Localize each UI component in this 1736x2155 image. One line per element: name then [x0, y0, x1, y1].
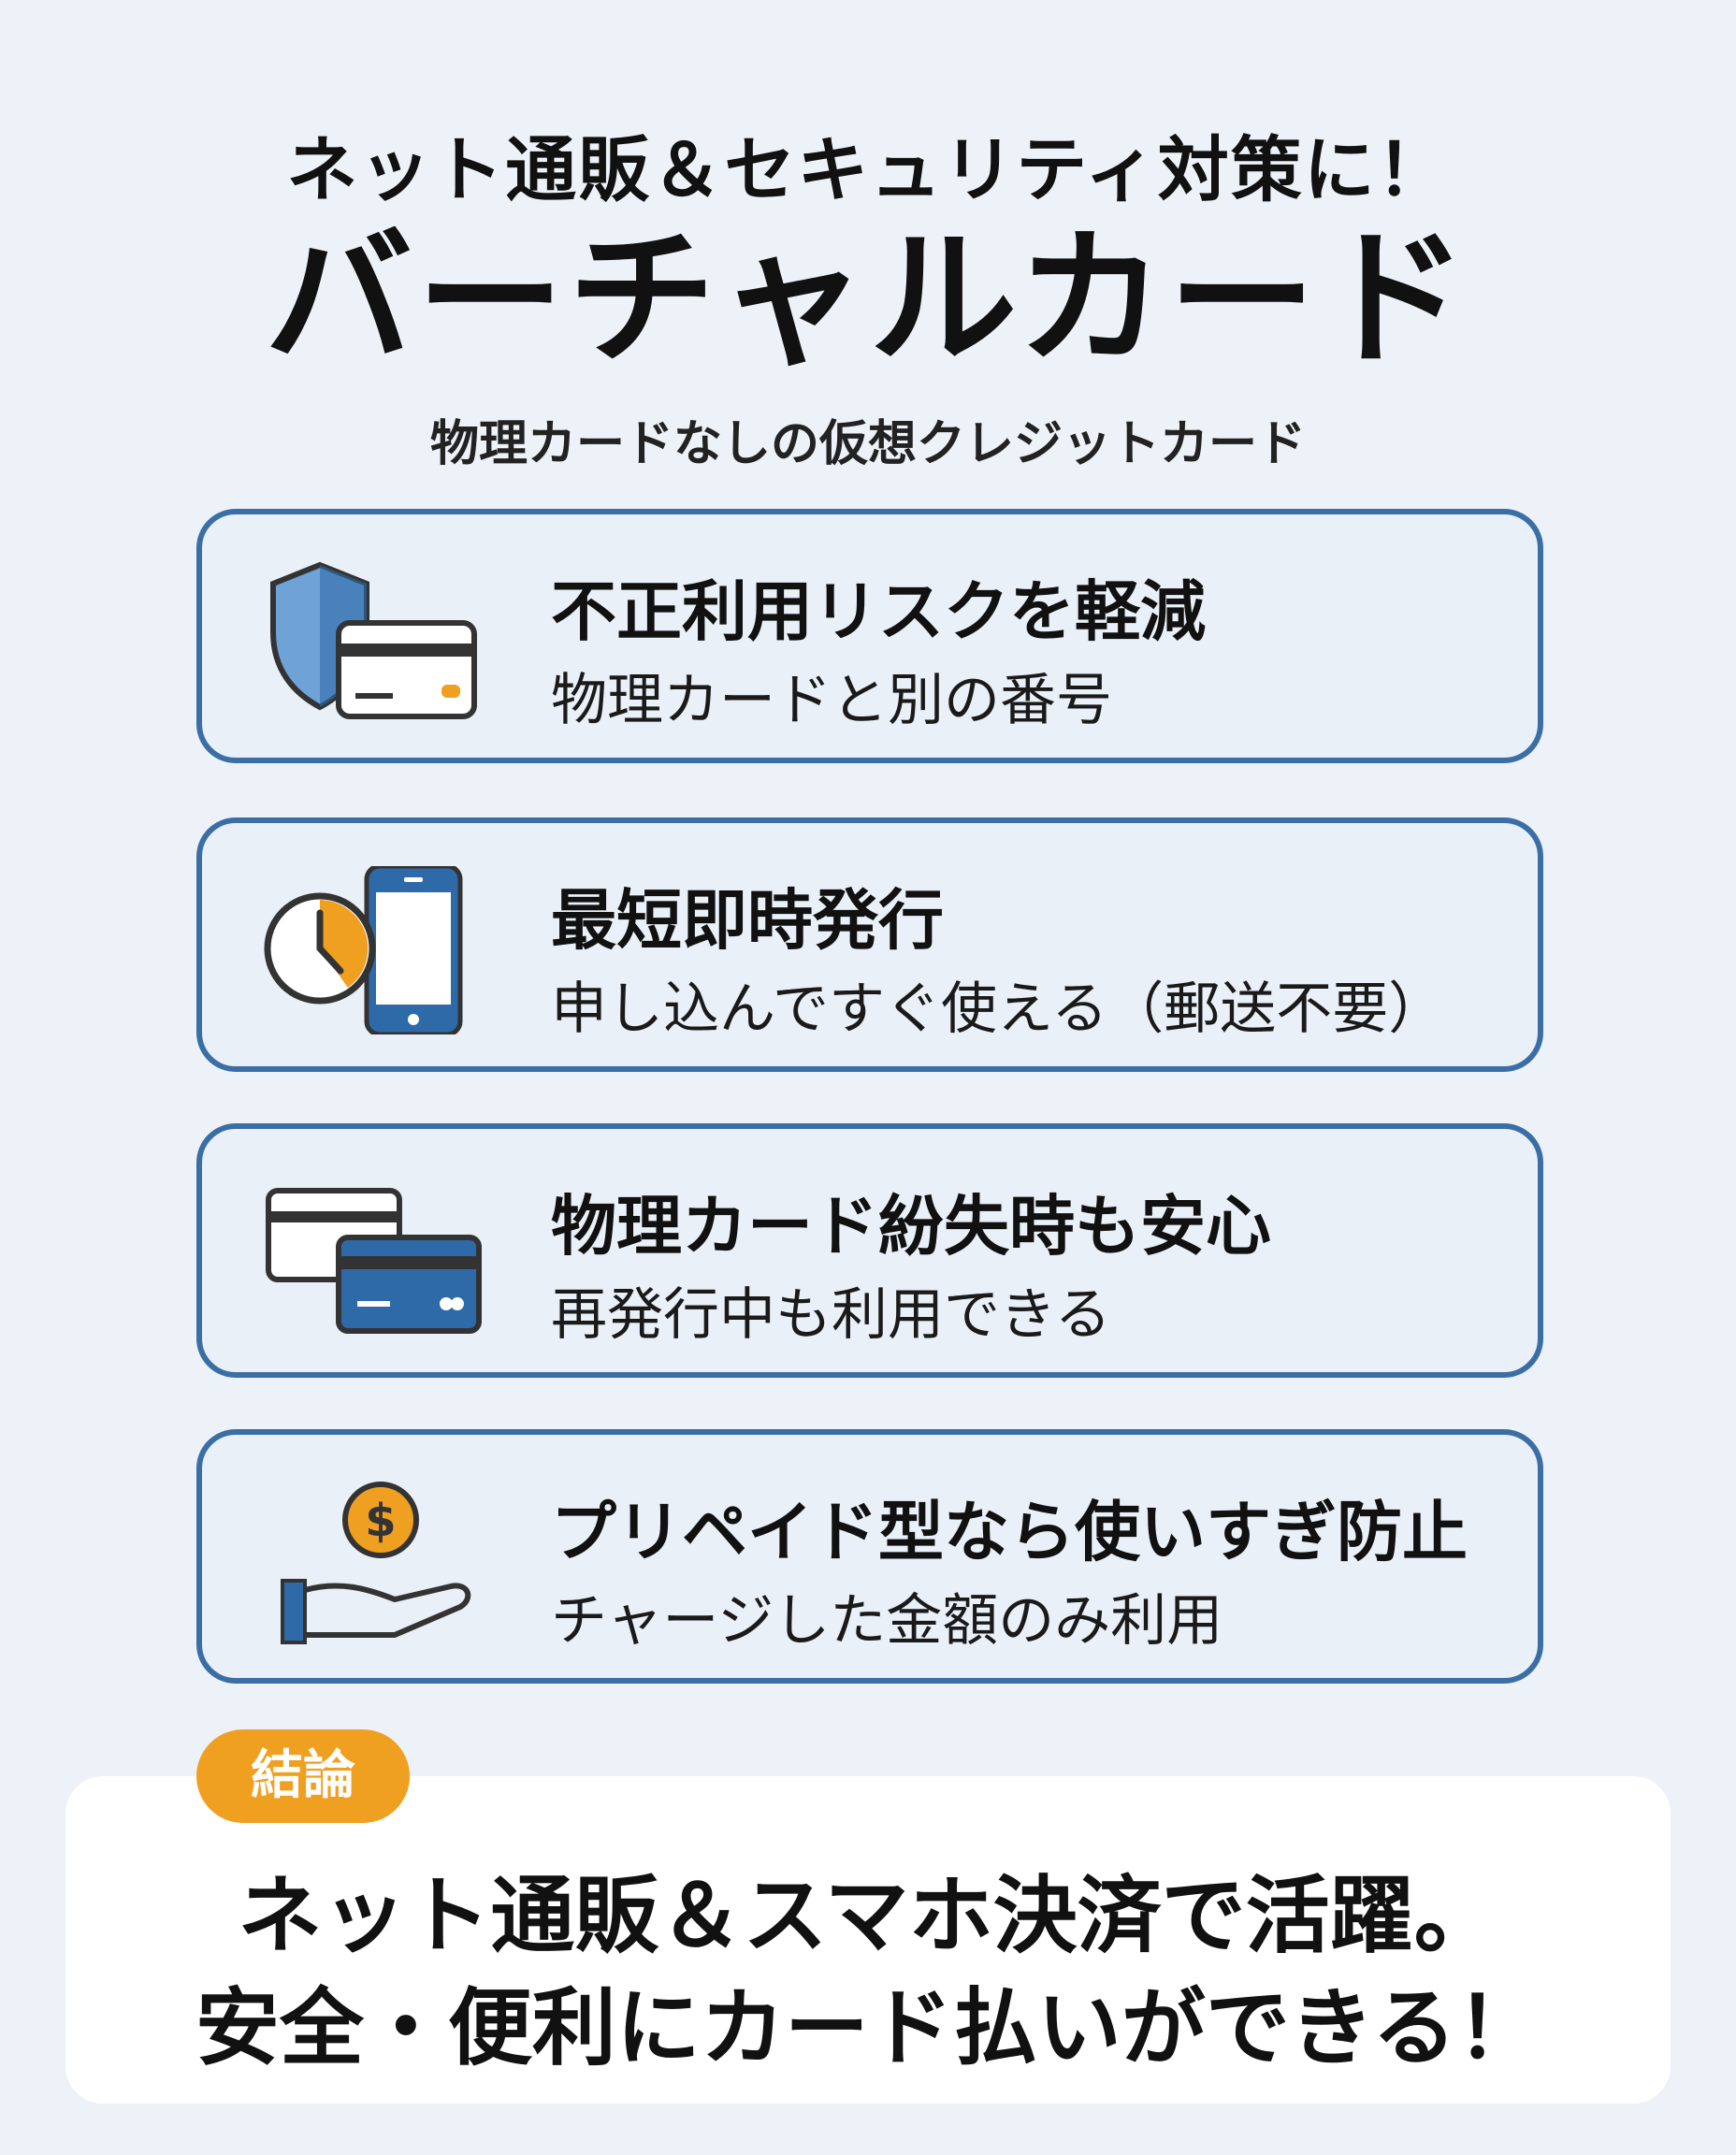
feature-title: プリペイド型なら使いすぎ防止 [551, 1494, 1468, 1570]
conclusion-badge: 結論 [196, 1729, 410, 1823]
conclusion-line-2: 安全・便利にカード払いができる！ [195, 1979, 1541, 2077]
conclusion-line-1: ネット通販＆スマホ決済で活躍。 [238, 1867, 1498, 1965]
feature-desc: 申し込んですぐ使える（郵送不要） [551, 976, 1445, 1042]
subtitle: 物理カードなしの仮想クレジットカード [429, 416, 1306, 472]
two-cards-icon [266, 1188, 482, 1334]
tagline: ネット通販＆セキュリティ対策に！ [286, 128, 1450, 211]
page-title: バーチャルカード [265, 213, 1471, 385]
feature-card-instant: 最短即時発行 申し込んですぐ使える（郵送不要） [196, 817, 1543, 1072]
feature-title: 最短即時発行 [551, 882, 944, 959]
feature-desc: 物理カードと別の番号 [551, 668, 1112, 733]
clock-phone-icon [264, 866, 463, 1034]
conclusion-box [65, 1776, 1671, 2104]
feature-card-fraud: 不正利用リスクを軽減 物理カードと別の番号 [196, 509, 1543, 763]
feature-title: 物理カード紛失時も安心 [551, 1188, 1271, 1265]
feature-card-lost: 物理カード紛失時も安心 再発行中も利用できる [196, 1123, 1543, 1378]
svg-text:$: $ [365, 1495, 396, 1547]
feature-card-prepaid: $ プリペイド型なら使いすぎ防止 チャージした金額のみ利用 [196, 1429, 1543, 1684]
shield-card-icon [270, 561, 477, 719]
feature-desc: チャージした金額のみ利用 [551, 1588, 1223, 1654]
feature-title: 不正利用リスクを軽減 [551, 573, 1206, 650]
coin-hand-icon: $ [281, 1482, 471, 1644]
feature-desc: 再発行中も利用できる [551, 1282, 1111, 1348]
